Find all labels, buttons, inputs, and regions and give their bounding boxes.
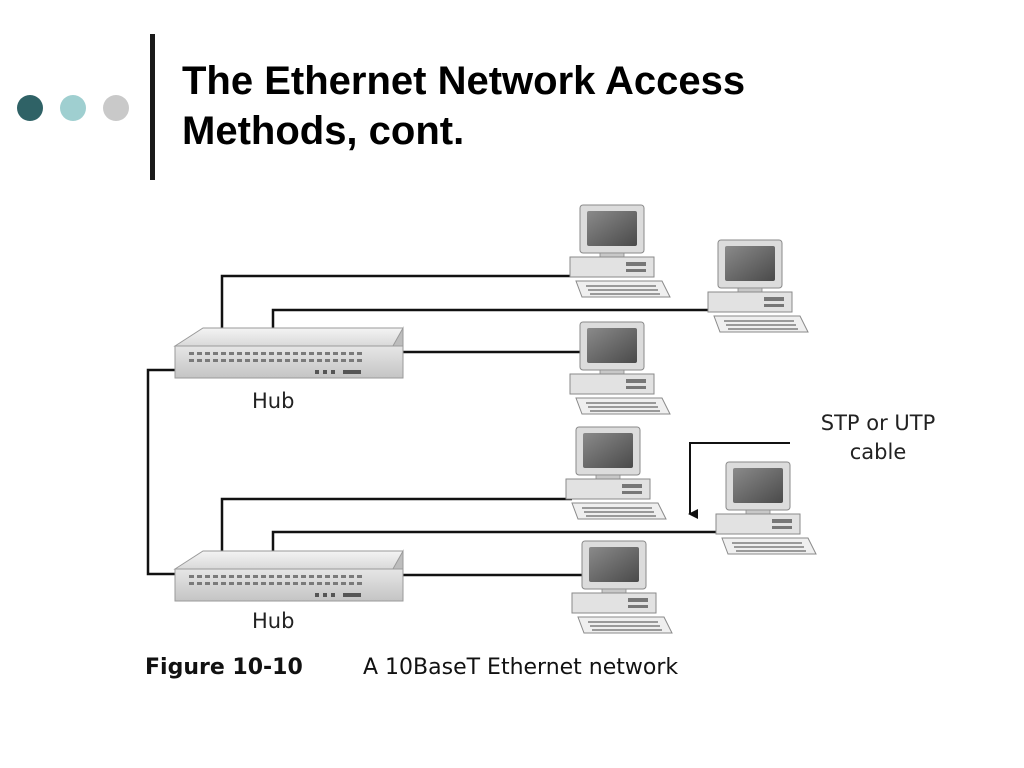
decor-dot-gray [103,95,129,121]
slide-title-line2: Methods, cont. [182,109,465,153]
cable-label-line1: STP or UTP [821,411,936,435]
computer-2 [707,239,809,333]
computer-4 [565,426,667,520]
title-divider [150,34,155,180]
computer-5 [715,461,817,555]
hub-top-label: Hub [252,389,294,413]
figure-number: Figure 10-10 [145,655,303,680]
figure-caption: A 10BaseT Ethernet network [363,655,678,680]
hub-top [174,327,404,379]
computer-1 [569,204,671,298]
cable-pointer-arrow [688,442,790,519]
computer-3 [569,321,671,415]
hub-bottom [174,550,404,602]
decor-dot-light [60,95,86,121]
hub-bottom-label: Hub [252,609,294,633]
decor-dot-dark [17,95,43,121]
slide-title: The Ethernet Network Access Methods, con… [182,56,745,156]
computer-6 [571,540,673,634]
cable-label-line2: cable [850,440,907,464]
slide-title-line1: The Ethernet Network Access [182,59,746,103]
network-cables [146,274,718,577]
